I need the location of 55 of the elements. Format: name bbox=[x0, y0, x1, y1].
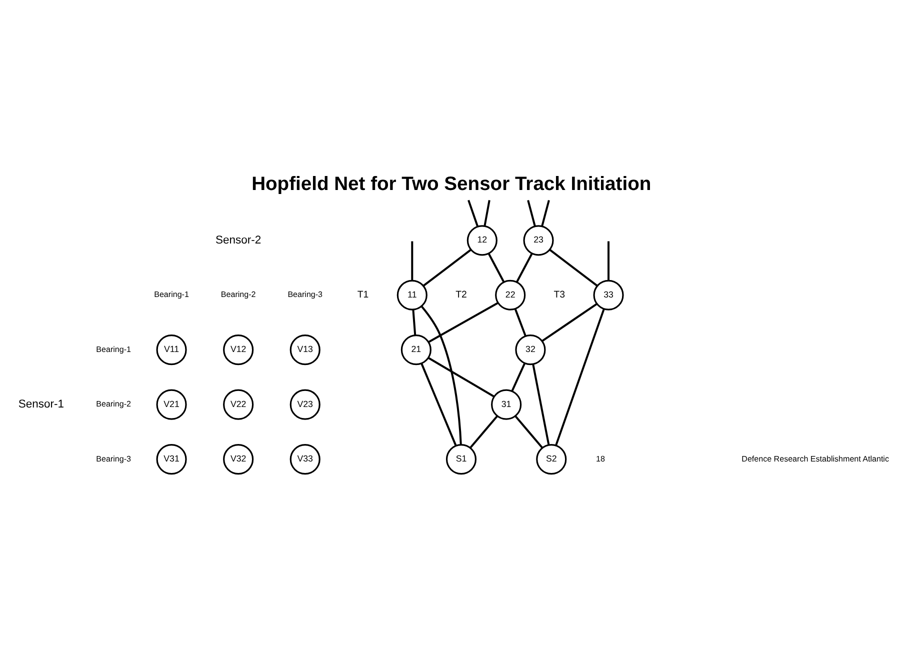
connector bbox=[412, 309, 416, 335]
node-label: T2 bbox=[456, 289, 467, 300]
connector bbox=[532, 364, 550, 445]
label: 18 bbox=[596, 454, 605, 463]
node-circle: V13 bbox=[290, 334, 320, 365]
connector bbox=[514, 414, 544, 448]
connector bbox=[514, 308, 527, 336]
node-circle: S1 bbox=[446, 444, 477, 474]
node-circle: V32 bbox=[223, 444, 254, 474]
node-circle: 11 bbox=[396, 279, 428, 310]
node-circle: 21 bbox=[400, 334, 432, 365]
connector bbox=[428, 356, 495, 397]
connector bbox=[608, 240, 610, 280]
connector bbox=[468, 199, 479, 226]
connector bbox=[555, 308, 605, 446]
label: Sensor-2 bbox=[215, 234, 262, 246]
connector bbox=[428, 302, 499, 342]
connector bbox=[541, 199, 550, 226]
node-circle: V33 bbox=[290, 444, 320, 474]
connector bbox=[411, 240, 414, 280]
connector bbox=[549, 248, 598, 286]
node-circle: S2 bbox=[536, 444, 567, 474]
label: Defence Research Establishment Atlantic bbox=[742, 454, 890, 463]
node-label: T3 bbox=[554, 289, 566, 300]
node-circle: 32 bbox=[515, 334, 546, 365]
label: Bearing-1 bbox=[154, 290, 189, 299]
node-circle: 31 bbox=[491, 388, 522, 420]
node-circle: V21 bbox=[156, 388, 187, 420]
connector bbox=[488, 252, 505, 282]
label: Bearing-2 bbox=[96, 399, 131, 408]
connector bbox=[420, 362, 457, 446]
diagram-title: Hopfield Net for Two Sensor Track Initiation bbox=[252, 174, 652, 195]
label: Bearing-3 bbox=[288, 290, 323, 299]
node-circle: 33 bbox=[593, 279, 624, 310]
node-circle: 23 bbox=[523, 224, 554, 256]
connector bbox=[422, 248, 472, 286]
connector bbox=[470, 414, 498, 448]
connector bbox=[527, 199, 536, 226]
node-circle: V23 bbox=[290, 388, 320, 420]
connector bbox=[542, 302, 598, 342]
node-circle: 12 bbox=[466, 224, 498, 256]
node-circle: V11 bbox=[156, 334, 187, 365]
connector bbox=[511, 362, 526, 392]
label: Bearing-2 bbox=[220, 290, 256, 299]
label: Sensor-1 bbox=[18, 398, 64, 410]
connector bbox=[484, 200, 490, 226]
node-circle: 22 bbox=[495, 279, 526, 310]
node-label: T1 bbox=[357, 289, 369, 300]
node-circle: V31 bbox=[156, 444, 187, 474]
label: Bearing-3 bbox=[96, 454, 131, 463]
node-circle: V12 bbox=[223, 334, 254, 365]
label: Bearing-1 bbox=[96, 344, 131, 354]
connector bbox=[516, 252, 533, 282]
connector bbox=[420, 305, 462, 444]
node-circle: V22 bbox=[223, 388, 254, 420]
